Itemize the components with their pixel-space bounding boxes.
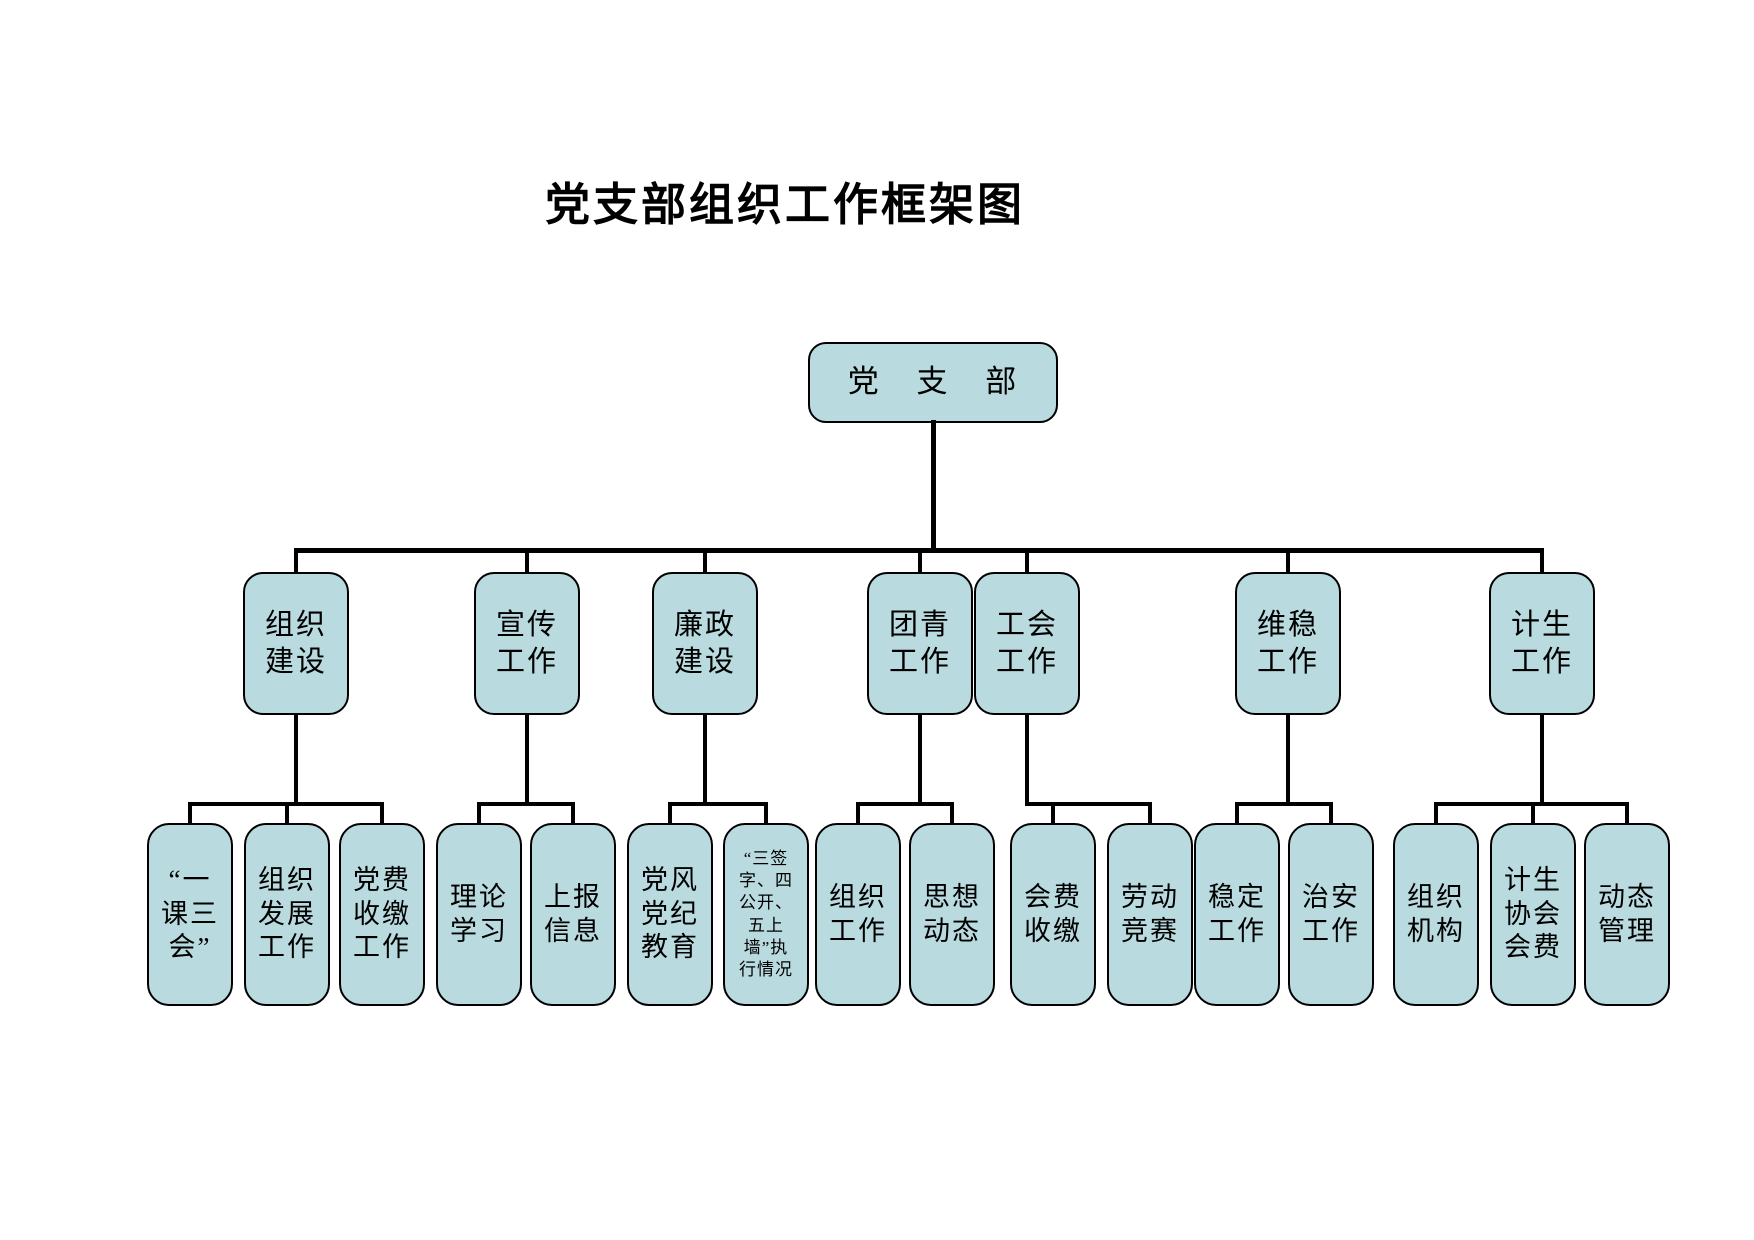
node-party-fee-collection: 党费 收缴 工作 — [339, 823, 425, 1006]
connector-group3-stub-1 — [668, 805, 672, 825]
connector-group1-stub-1 — [188, 805, 192, 825]
connector-group4-vertical — [918, 713, 922, 805]
node-three-sign-four-open-five-wall: “三签 字、四 公开、 五上 墙”执 行情况 — [723, 823, 809, 1006]
connector-group2-vertical — [525, 713, 529, 805]
connector-group1-vertical — [294, 713, 298, 805]
connector-l2-stub-1 — [294, 550, 298, 574]
connector-root-vertical — [931, 420, 936, 550]
connector-group5-vertical — [1025, 713, 1029, 805]
node-labor-competition: 劳动 竞赛 — [1107, 823, 1193, 1006]
connector-l2-stub-2 — [525, 550, 529, 574]
node-organizational-structure: 组织 机构 — [1393, 823, 1479, 1006]
connector-group2-stub-1 — [477, 805, 481, 825]
connector-group7-stub-1 — [1434, 805, 1438, 825]
node-clean-governance: 廉政 建设 — [652, 572, 758, 715]
connector-group1-stub-3 — [380, 805, 384, 825]
node-org-development-work: 组织 发展 工作 — [244, 823, 330, 1006]
node-one-lesson-three-meetings: “一 课三 会” — [147, 823, 233, 1006]
connector-group6-stub-2 — [1329, 805, 1333, 825]
node-dynamic-management: 动态 管理 — [1584, 823, 1670, 1006]
node-youth-league-work: 团青 工作 — [867, 572, 973, 715]
connector-group3-rail — [668, 802, 768, 806]
node-party-branch: 党 支 部 — [808, 342, 1058, 423]
node-theory-study: 理论 学习 — [436, 823, 522, 1006]
node-stability-maintenance-work: 稳定 工作 — [1194, 823, 1280, 1006]
connector-group5-rail — [1025, 802, 1152, 806]
node-stability-work: 维稳 工作 — [1235, 572, 1341, 715]
connector-group1-rail — [188, 802, 384, 806]
connector-l2-stub-4 — [918, 550, 922, 574]
connector-group4-rail — [856, 802, 954, 806]
connector-group1-stub-2 — [285, 805, 289, 825]
node-organization-building: 组织 建设 — [243, 572, 349, 715]
node-labor-union-work: 工会 工作 — [974, 572, 1080, 715]
connector-group7-vertical — [1540, 713, 1544, 805]
node-party-conduct-discipline-education: 党风 党纪 教育 — [627, 823, 713, 1006]
node-fp-association-fee: 计生 协会 会费 — [1490, 823, 1576, 1006]
node-family-planning-work: 计生 工作 — [1489, 572, 1595, 715]
connector-group4-stub-2 — [950, 805, 954, 825]
connector-l2-stub-7 — [1540, 550, 1544, 574]
connector-group4-stub-1 — [856, 805, 860, 825]
node-report-information: 上报 信息 — [530, 823, 616, 1006]
connector-l2-stub-5 — [1025, 550, 1029, 574]
connector-group6-rail — [1235, 802, 1333, 806]
connector-group3-vertical — [703, 713, 707, 805]
connector-group5-stub-1 — [1051, 805, 1055, 825]
node-organization-work: 组织 工作 — [815, 823, 901, 1006]
connector-group2-stub-2 — [571, 805, 575, 825]
connector-l2-stub-6 — [1286, 550, 1290, 574]
chart-title: 党支部组织工作框架图 — [544, 180, 1025, 230]
connector-group6-stub-1 — [1235, 805, 1239, 825]
connector-group7-stub-3 — [1625, 805, 1629, 825]
connector-group7-stub-2 — [1531, 805, 1535, 825]
node-ideological-trends: 思想 动态 — [909, 823, 995, 1006]
connector-group2-rail — [477, 802, 575, 806]
node-membership-fee-collection: 会费 收缴 — [1010, 823, 1096, 1006]
node-publicity-work: 宣传 工作 — [474, 572, 580, 715]
connector-group3-stub-2 — [764, 805, 768, 825]
connector-group7-rail — [1434, 802, 1629, 806]
connector-l2-stub-3 — [703, 550, 707, 574]
node-public-security-work: 治安 工作 — [1288, 823, 1374, 1006]
connector-group6-vertical — [1286, 713, 1290, 805]
connector-group5-stub-2 — [1148, 805, 1152, 825]
